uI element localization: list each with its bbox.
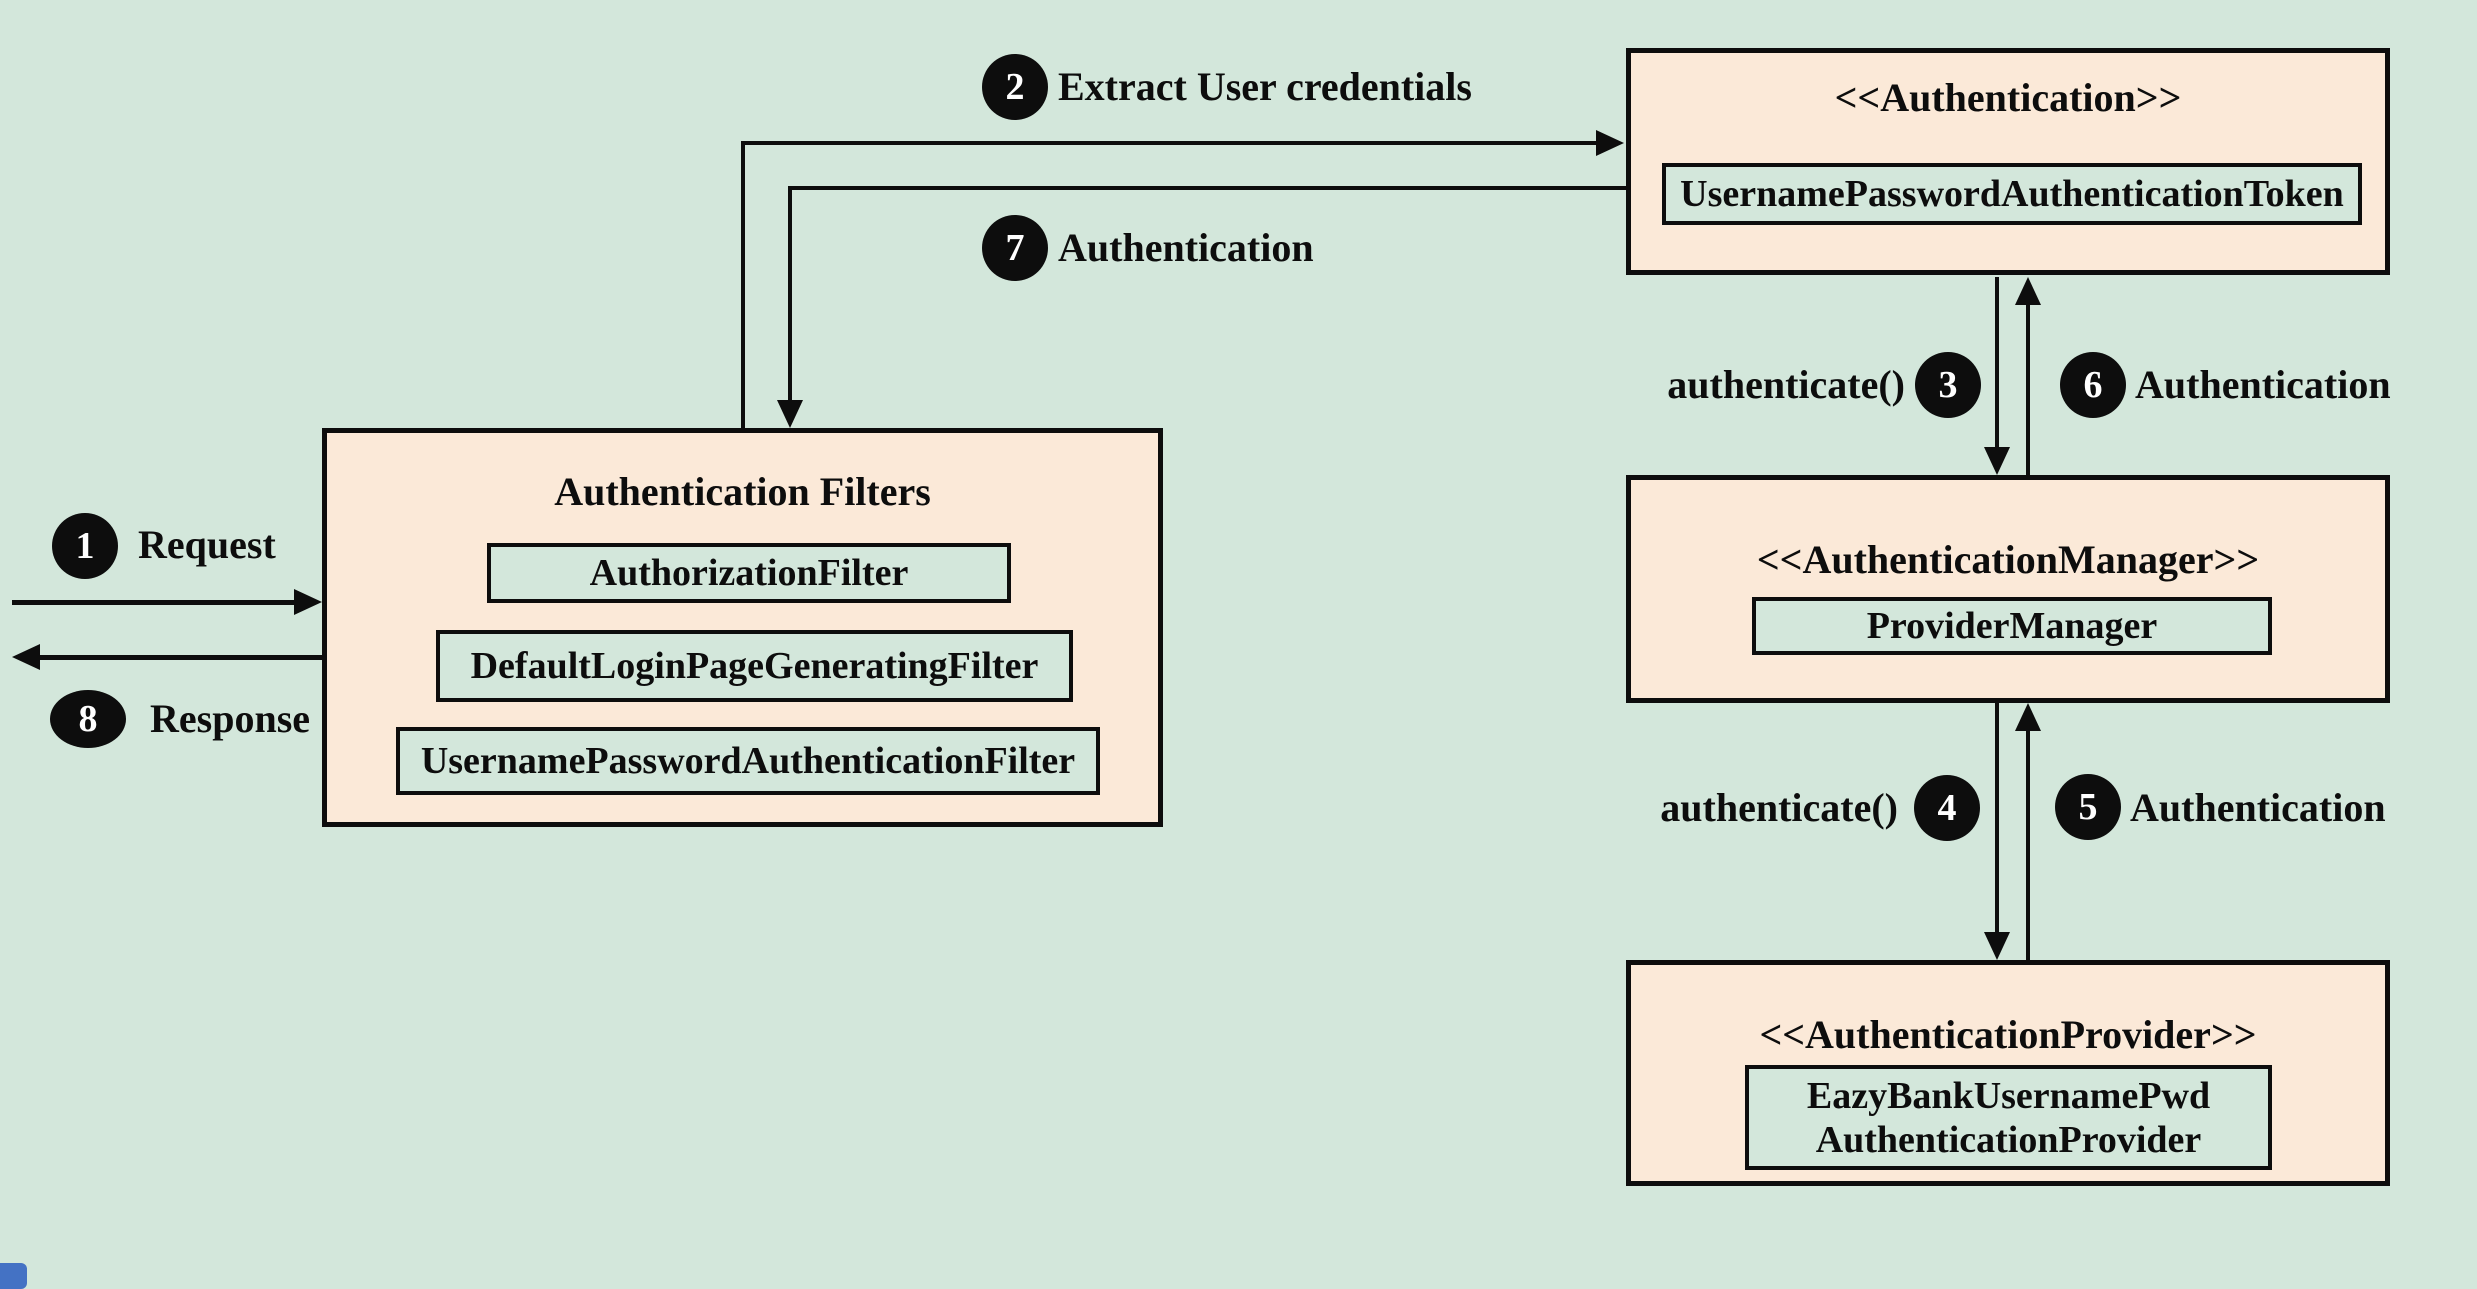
step-7-number: 7: [1005, 227, 1025, 269]
step-2-number: 2: [1005, 66, 1025, 108]
step-3-number: 3: [1938, 364, 1958, 406]
authenticate-provider-arrow-line: [1995, 703, 1999, 932]
authorization-filter-box: AuthorizationFilter: [487, 543, 1011, 603]
provider-manager-label: ProviderManager: [1866, 605, 2158, 647]
step-5-badge: 5: [2055, 774, 2121, 840]
step-3-badge: 3: [1915, 352, 1981, 418]
authentication-label-7: Authentication: [1058, 225, 1314, 270]
request-label: Request: [138, 522, 276, 567]
default-login-page-generating-filter-box: DefaultLoginPageGeneratingFilter: [436, 630, 1073, 702]
extract-user-credentials-label: Extract User credentials: [1058, 64, 1472, 109]
authentication-label-6: Authentication: [2135, 362, 2391, 407]
authentication-token-box: <<Authentication>> UsernamePasswordAuthe…: [1626, 48, 2390, 275]
authentication-return-arrow-vertical: [788, 186, 792, 400]
authentication-filters-box: Authentication Filters AuthorizationFilt…: [322, 428, 1163, 827]
step-5-number: 5: [2078, 786, 2098, 828]
authorization-filter-label: AuthorizationFilter: [589, 552, 909, 594]
response-arrow-line: [40, 655, 322, 660]
authentication-manager-stereotype: <<AuthenticationManager>>: [1756, 537, 2260, 582]
authentication-return-arrow-horizontal: [788, 186, 1627, 190]
authentication-provider-box: <<AuthenticationProvider>> EazyBankUsern…: [1626, 960, 2390, 1186]
default-login-page-generating-filter-label: DefaultLoginPageGeneratingFilter: [470, 645, 1039, 687]
eazybank-provider-label-line2: AuthenticationProvider: [1815, 1118, 2202, 1161]
extract-credentials-arrow-horizontal: [741, 141, 1596, 145]
arrowhead-up-icon: [2015, 703, 2041, 731]
username-password-authentication-token-label: UsernamePasswordAuthenticationToken: [1680, 173, 2344, 215]
step-4-number: 4: [1937, 787, 1957, 829]
response-label: Response: [150, 696, 311, 741]
arrowhead-down-icon: [777, 400, 803, 428]
step-1-badge: 1: [52, 513, 118, 579]
authentication-manager-box: <<AuthenticationManager>> ProviderManage…: [1626, 475, 2390, 703]
authentication-to-token-arrow-line: [2026, 303, 2030, 475]
arrowhead-down-icon: [1984, 447, 2010, 475]
authenticate-label-4: authenticate(): [1660, 785, 1898, 830]
step-4-badge: 4: [1914, 775, 1980, 841]
authentication-label-5: Authentication: [2130, 785, 2386, 830]
arrowhead-up-icon: [2015, 277, 2041, 305]
username-password-authentication-token-box: UsernamePasswordAuthenticationToken: [1662, 163, 2362, 225]
authenticate-manager-arrow-line: [1995, 277, 1999, 447]
username-password-authentication-filter-box: UsernamePasswordAuthenticationFilter: [396, 727, 1100, 795]
step-8-badge: 8: [50, 690, 126, 748]
request-arrow-line: [12, 600, 294, 605]
extract-credentials-arrow-vertical: [741, 143, 745, 428]
username-password-authentication-filter-label: UsernamePasswordAuthenticationFilter: [420, 740, 1076, 782]
accent-bar: [0, 1263, 27, 1289]
eazybank-provider-box: EazyBankUsernamePwd AuthenticationProvid…: [1745, 1065, 2272, 1170]
arrowhead-right-icon: [294, 589, 322, 615]
arrowhead-right-icon: [1596, 130, 1624, 156]
step-2-badge: 2: [982, 54, 1048, 120]
authentication-stereotype: <<Authentication>>: [1834, 75, 2182, 120]
authentication-provider-stereotype: <<AuthenticationProvider>>: [1759, 1012, 2257, 1057]
step-7-badge: 7: [982, 215, 1048, 281]
step-6-badge: 6: [2060, 352, 2126, 418]
step-6-number: 6: [2083, 364, 2103, 406]
arrowhead-down-icon: [1984, 932, 2010, 960]
authentication-filters-title: Authentication Filters: [554, 469, 931, 514]
step-1-number: 1: [75, 525, 95, 567]
authenticate-label-3: authenticate(): [1667, 362, 1905, 407]
step-8-number: 8: [78, 698, 98, 740]
eazybank-provider-label-line1: EazyBankUsernamePwd: [1806, 1074, 2211, 1117]
authentication-to-manager-arrow-line: [2026, 729, 2030, 960]
arrowhead-left-icon: [12, 644, 40, 670]
provider-manager-box: ProviderManager: [1752, 597, 2272, 655]
